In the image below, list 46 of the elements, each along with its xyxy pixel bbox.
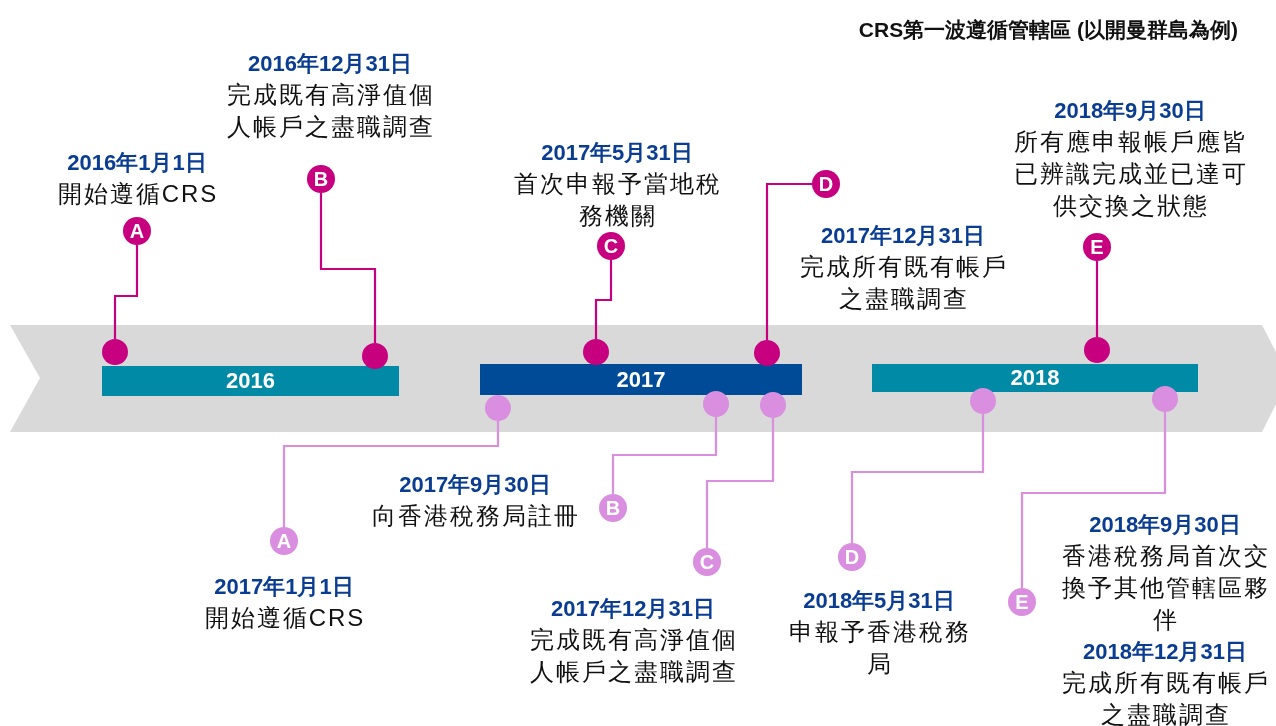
leader-line [113,245,139,339]
leader-line [282,421,500,527]
year-bar: 2017 [480,364,802,395]
letter-badge: B [599,494,627,522]
event-date: 2017年12月31日 [821,222,985,250]
event-date: 2017年5月31日 [541,139,693,167]
leader-line [765,182,812,340]
event-description: 香港稅務局首次交換予其他管轄區夥伴 [1061,541,1271,635]
event-description: 開始遵循CRS [56,179,220,209]
letter-badge: D [812,170,840,198]
event-date: 2016年12月31日 [248,50,412,78]
event-description: 完成既有高淨值個人帳戶之盡職調查 [226,80,436,142]
letter-badge: B [307,165,335,193]
event-date: 2018年9月30日 [1089,511,1241,539]
title: CRS第一波遵循管轄區 (以開曼群島為例) [858,17,1238,43]
letter-badge: A [123,217,151,245]
event-date: 2018年9月30日 [1054,97,1206,125]
leader-line [1020,412,1167,588]
event-description: 所有應申報帳戶應皆已辨識完成並已達可供交換之狀態 [1013,127,1249,221]
event-description: 開始遵循CRS [203,603,367,633]
event-description: 向香港稅務局註冊 [371,501,581,531]
event-description: 完成既有高淨值個人帳戶之盡職調查 [529,625,739,687]
leader-line [611,417,718,494]
event-description: 完成所有既有帳戶之盡職調查 [1061,668,1271,726]
leader-line [1095,261,1099,337]
letter-badge: E [1008,588,1036,616]
leader-line [705,418,775,548]
letter-badge: E [1083,233,1111,261]
year-bar: 2018 [872,364,1198,392]
leader-line [850,414,985,543]
letter-badge: D [838,543,866,571]
event-description: 首次申報予當地稅務機關 [513,169,723,231]
event-description: 申報予香港稅務局 [788,617,972,679]
letter-badge: C [693,548,721,576]
leader-line [319,193,377,343]
event-date: 2017年12月31日 [551,595,715,623]
event-description: 完成所有既有帳戶之盡職調查 [799,252,1009,314]
event-date: 2017年1月1日 [214,573,354,601]
letter-badge: C [597,232,625,260]
event-date: 2017年9月30日 [399,471,551,499]
event-date: 2018年5月31日 [803,587,955,615]
event-date: 2016年1月1日 [67,149,207,177]
year-bar: 2016 [102,366,399,396]
leader-line [594,260,613,339]
letter-badge: A [270,527,298,555]
event-date: 2018年12月31日 [1083,638,1247,666]
